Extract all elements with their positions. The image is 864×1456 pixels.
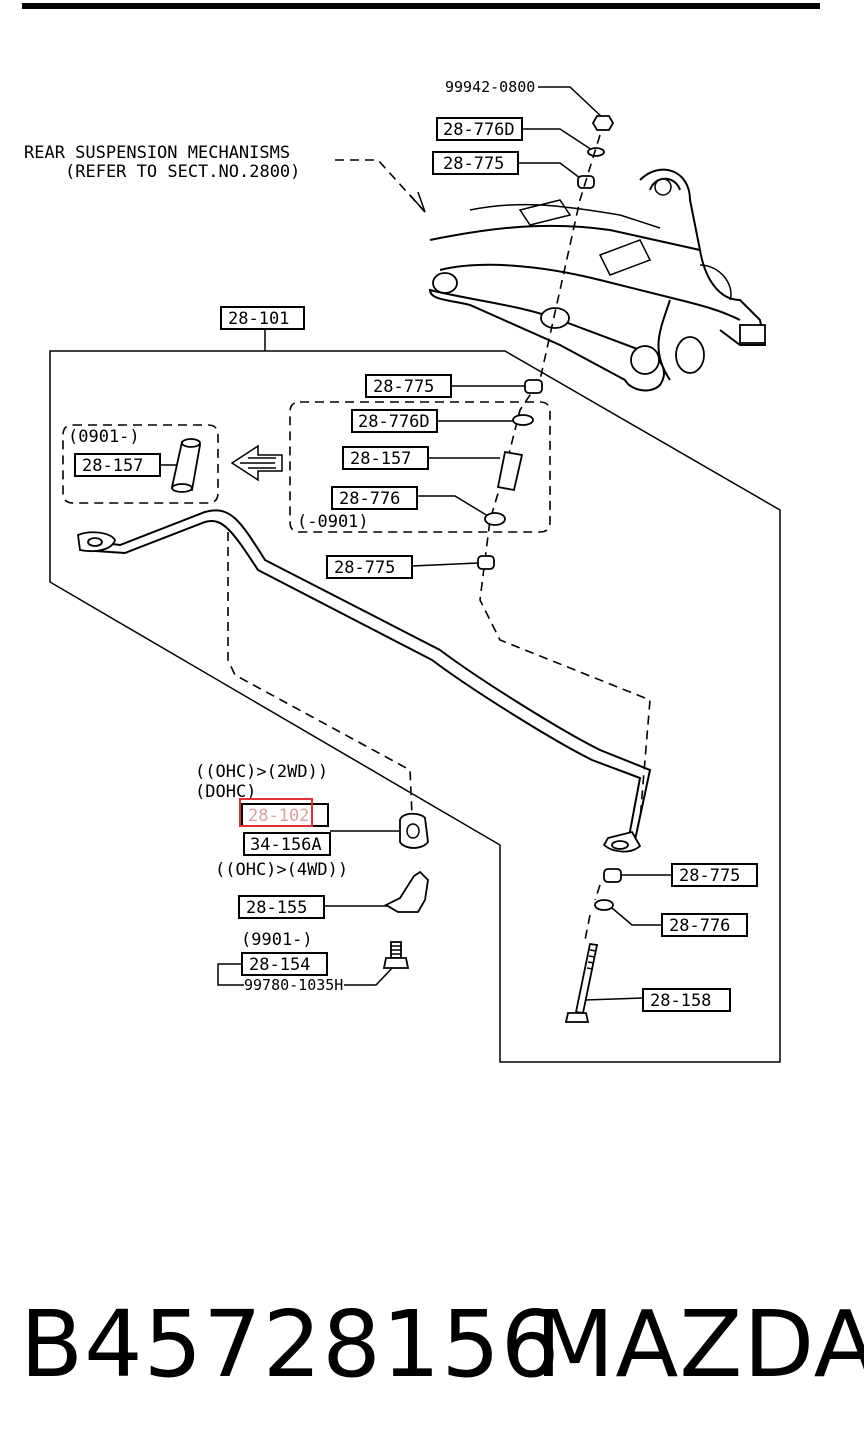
part-label-28-775-top: 28-775 [443,154,504,174]
long-bolt-icon [564,942,599,1023]
part-label-28-154: 28-154 [249,955,310,975]
part-box-28-775-c [326,555,413,579]
nut-top-icon [591,115,615,131]
part-label-28-157-a: 28-157 [350,449,411,469]
range-label-0901-start: (0901-) [68,427,140,447]
part-box-28-101 [220,306,305,330]
bracket-icon [384,870,429,913]
rear-suspension-note-line1: REAR SUSPENSION MECHANISMS [24,143,290,163]
highlight-box-28-102 [239,798,313,827]
part-box-28-776-a [331,486,418,510]
part-label-28-775-d: 28-775 [679,866,740,886]
washer-top-icon [587,147,605,157]
spacer-sleeve-a-icon [496,450,524,492]
bushing-d-icon [603,868,622,883]
top-border [22,3,820,9]
part-label-28-157-b: 28-157 [82,456,143,476]
part-box-28-155 [238,895,325,919]
variant-box-0901-end [289,401,551,533]
part-label-28-158: 28-158 [650,991,711,1011]
range-label-9901: (9901-) [241,930,313,950]
part-box-34-156A [243,832,331,856]
part-label-99942-0800: 99942-0800 [445,78,535,96]
washer-b-icon [512,414,534,426]
part-label-28-776D-top: 28-776D [443,120,515,140]
part-box-28-158 [642,988,731,1012]
part-label-99780-1035H: 99780-1035H [244,976,343,994]
part-label-28-155: 28-155 [246,898,307,918]
rear-suspension-note-line2: (REFER TO SECT.NO.2800) [65,162,300,182]
bushing-a-icon [524,379,543,394]
variant-box-0901-start [62,424,219,504]
part-label-28-776-a: 28-776 [339,489,400,509]
stabilizer-bushing-icon [399,812,429,849]
assembly-frame [49,350,781,1063]
condition-dohc: (DOHC) [195,782,256,802]
washer-a-icon [484,512,506,526]
condition-ohc-2wd: ((OHC)>(2WD)) [195,762,328,782]
part-label-28-776D-b: 28-776D [358,412,430,432]
washer-d-icon [594,899,614,911]
range-label-0901-end: (-0901) [297,512,369,532]
spacer-sleeve-b-icon [170,440,202,492]
bushing-c-icon [477,555,495,570]
part-label-28-102: 28-102 [248,806,309,826]
flange-bolt-icon [382,941,410,969]
stabilizer-bar [77,509,652,853]
condition-ohc-4wd: ((OHC)>(4WD)) [215,860,348,880]
footer-brand: MAZDA [535,1291,864,1398]
part-label-28-775-a: 28-775 [373,377,434,397]
parts-diagram: REAR SUSPENSION MECHANISMS (REFER TO SEC… [22,3,820,1063]
part-label-28-776-d: 28-776 [669,916,730,936]
footer-part-number: B45728156 [20,1291,561,1398]
rear-suspension-sketch [428,168,767,392]
part-label-34-156A: 34-156A [250,835,322,855]
part-label-28-775-c: 28-775 [334,558,395,578]
part-label-28-101: 28-101 [228,309,289,329]
